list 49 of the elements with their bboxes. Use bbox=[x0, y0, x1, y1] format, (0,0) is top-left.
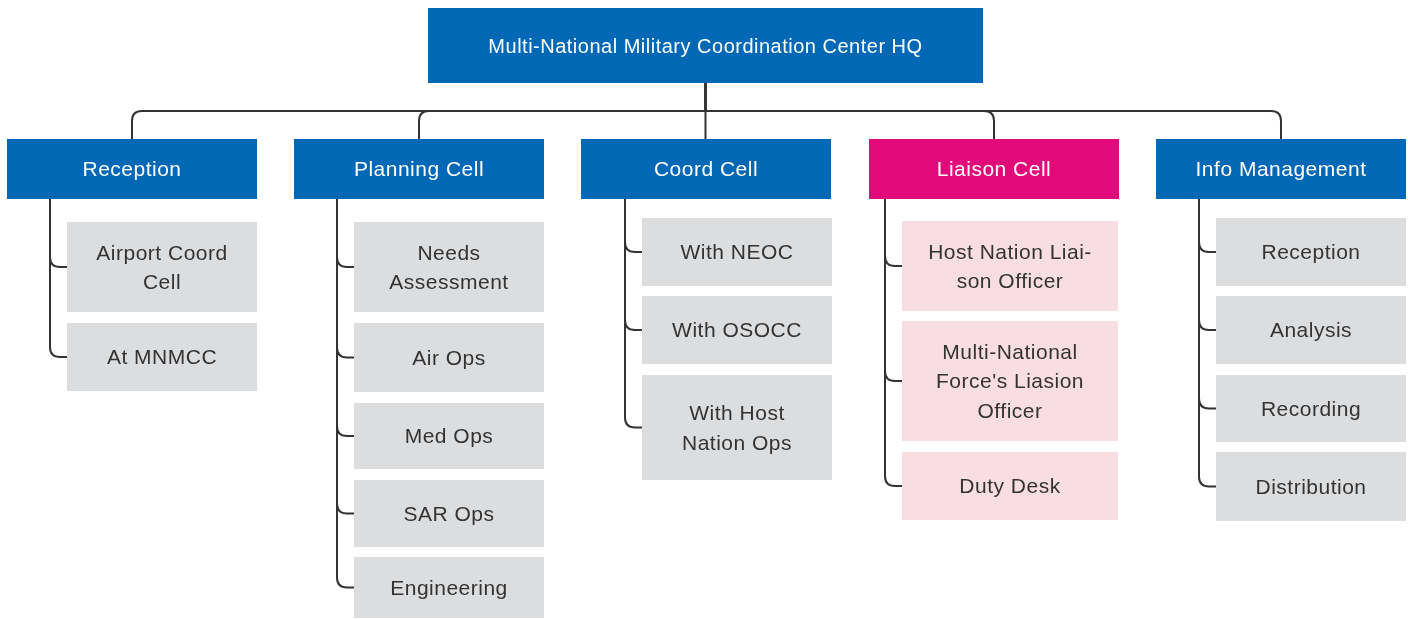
connector-line bbox=[704, 82, 1282, 140]
connector-line bbox=[884, 198, 903, 487]
box-label: Multi-National Force's Liasion Officer bbox=[934, 338, 1086, 424]
sub-unit-box bbox=[642, 375, 832, 480]
box-label: Planning Cell bbox=[353, 156, 485, 183]
sub-unit-box bbox=[67, 323, 257, 391]
sub-unit-box bbox=[354, 403, 544, 469]
box-label: With Host Nation Ops bbox=[680, 400, 794, 456]
sub-unit-box bbox=[354, 557, 544, 618]
unit-header-box bbox=[294, 139, 544, 199]
box-label: Distribution bbox=[1255, 473, 1367, 500]
box-label: Reception bbox=[82, 156, 182, 183]
sub-unit-box bbox=[1216, 296, 1406, 364]
headquarters-box bbox=[428, 8, 983, 83]
box-label: Needs Assessment bbox=[388, 239, 510, 295]
box-label: With OSOCC bbox=[672, 317, 802, 344]
box-label: Multi-National Military Coordination Center HQ bbox=[488, 33, 923, 59]
box-label: Info Management bbox=[1195, 156, 1367, 183]
box-label: Reception bbox=[1261, 239, 1361, 266]
unit-header-box bbox=[1156, 139, 1406, 199]
box-label: Coord Cell bbox=[653, 156, 759, 183]
sub-unit-box bbox=[354, 222, 544, 312]
box-label: SAR Ops bbox=[403, 500, 495, 527]
unit-header-box bbox=[869, 139, 1119, 199]
box-label: At MNMCC bbox=[106, 344, 218, 371]
box-label: Engineering bbox=[390, 574, 508, 601]
box-label: Duty Desk bbox=[959, 473, 1061, 500]
unit-header-box bbox=[581, 139, 831, 199]
box-label: Airport Coord Cell bbox=[95, 239, 229, 295]
sub-unit-box bbox=[642, 218, 832, 286]
box-label: With NEOC bbox=[680, 239, 794, 266]
sub-unit-box bbox=[642, 296, 832, 364]
sub-unit-box bbox=[67, 222, 257, 312]
box-label: Recording bbox=[1260, 395, 1362, 422]
sub-unit-box bbox=[354, 323, 544, 392]
connector-line bbox=[1198, 198, 1217, 488]
unit-header-box bbox=[7, 139, 257, 199]
box-label: Liaison Cell bbox=[936, 156, 1052, 183]
sub-unit-box bbox=[902, 321, 1118, 441]
box-label: Host Nation Liai-son Officer bbox=[927, 238, 1093, 294]
sub-unit-box bbox=[1216, 218, 1406, 286]
box-label: Air Ops bbox=[412, 344, 486, 371]
sub-unit-box bbox=[902, 221, 1118, 311]
box-label: Analysis bbox=[1269, 317, 1353, 344]
sub-unit-box bbox=[1216, 375, 1406, 442]
sub-unit-box bbox=[354, 480, 544, 547]
box-label: Med Ops bbox=[404, 423, 494, 450]
sub-unit-box bbox=[902, 452, 1118, 520]
sub-unit-box bbox=[1216, 452, 1406, 521]
